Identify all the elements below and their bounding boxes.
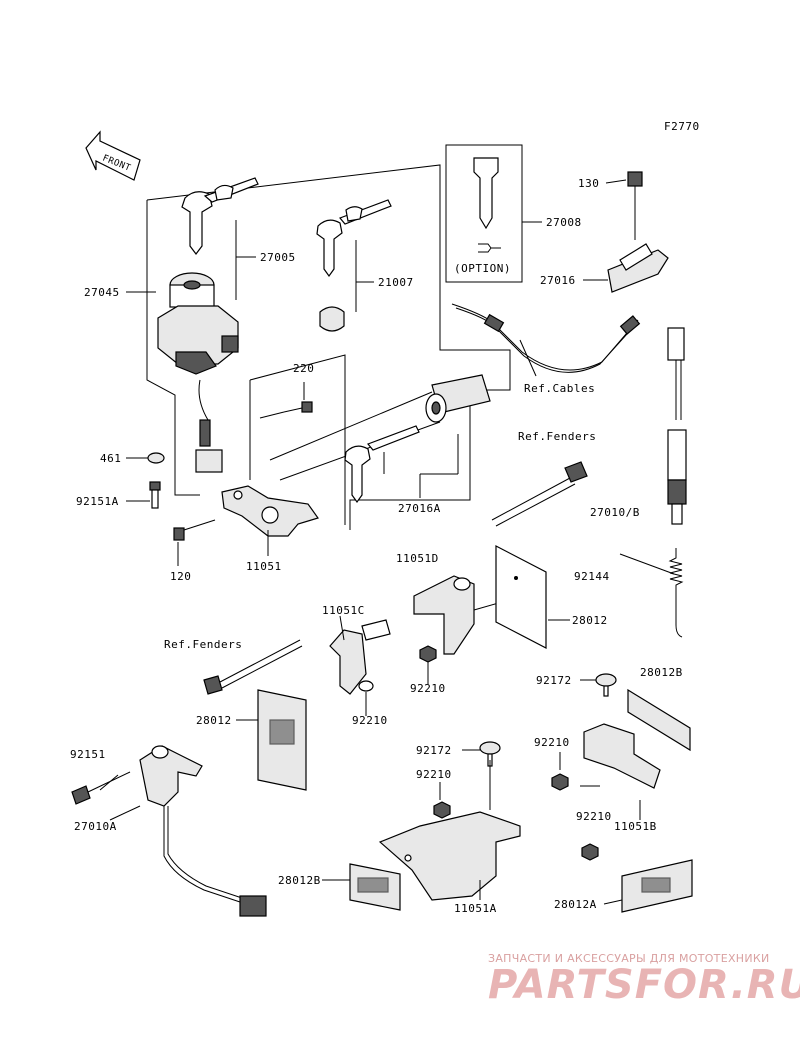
bolt-220-icon	[259, 401, 313, 419]
reflector-28012a-icon	[621, 859, 693, 913]
callouts: 27005 21007 27008 130 27016 27045 220 46…	[70, 177, 683, 915]
spring-92144-icon	[668, 548, 684, 638]
callout-ref-fenders-mid: Ref.Fenders	[164, 638, 242, 651]
seat-lock-keys-icon	[344, 425, 420, 504]
callout-11051c: 11051C	[322, 604, 365, 617]
screw-92172-icon	[595, 673, 617, 697]
callout-92144: 92144	[574, 570, 610, 583]
long-bolt-icon	[491, 461, 588, 527]
watermark-brand: PARTSFOR.RU	[488, 962, 800, 1008]
callout-28012b-right: 28012B	[640, 666, 683, 679]
reflector-28012-icon	[495, 545, 547, 649]
key-blank-icon	[473, 157, 499, 230]
cable-icon	[451, 303, 641, 373]
callout-11051: 11051	[246, 560, 282, 573]
pad-28012b-icon	[627, 688, 691, 752]
nut-92210-icon	[419, 645, 437, 663]
callout-92210-b: 92210	[352, 714, 388, 727]
brake-switch-icon	[667, 327, 687, 525]
callout-28012b-left: 28012B	[278, 874, 321, 887]
bracket-11051c-icon	[329, 619, 391, 695]
figure-id: F2770	[664, 120, 700, 133]
callout-27016: 27016	[540, 274, 576, 287]
bracket-11051-icon	[221, 485, 319, 537]
callout-11051b: 11051B	[614, 820, 657, 833]
ignition-keys-icon	[181, 177, 259, 255]
ignition-switch-icon	[157, 272, 239, 473]
callout-ref-fenders-top: Ref.Fenders	[518, 430, 596, 443]
callout-11051d: 11051D	[396, 552, 439, 565]
front-arrow-icon: FRONT	[85, 130, 141, 181]
callout-92210-c: 92210	[416, 768, 452, 781]
callout-27010b: 27010/B	[590, 506, 640, 519]
callout-92210-d: 92210	[534, 736, 570, 749]
bolt-92151a-icon	[149, 481, 161, 509]
nut-92210-right-icon	[581, 843, 599, 861]
callout-27045: 27045	[84, 286, 120, 299]
callout-11051a: 11051A	[454, 902, 497, 915]
bracket-11051d-icon	[413, 575, 517, 655]
callout-27005: 27005	[260, 251, 296, 264]
callout-92172-a: 92172	[536, 674, 572, 687]
callout-92210-e: 92210	[576, 810, 612, 823]
switch-27010a-icon	[139, 745, 267, 917]
callout-220: 220	[293, 362, 314, 375]
nut-92210-lower-icon	[433, 801, 451, 819]
callout-28012-left: 28012	[196, 714, 232, 727]
callout-120: 120	[170, 570, 191, 583]
callout-92151: 92151	[70, 748, 106, 761]
bolt-120-icon	[173, 519, 216, 541]
bolt-92151-icon	[71, 771, 131, 805]
callout-27010a: 27010A	[74, 820, 117, 833]
callout-461: 461	[100, 452, 121, 465]
seat-lock-cylinder-icon	[269, 374, 491, 481]
washer-461-icon	[147, 452, 165, 464]
leader-lines	[99, 179, 675, 905]
callout-21007: 21007	[378, 276, 414, 289]
callout-130: 130	[578, 177, 599, 190]
reflector-28012-left-icon	[257, 689, 307, 791]
option-label: (OPTION)	[454, 262, 511, 275]
bracket-11051a-icon	[378, 760, 521, 901]
long-bolt-mid-icon	[203, 639, 303, 695]
callout-28012: 28012	[572, 614, 608, 627]
callout-ref-cables: Ref.Cables	[524, 382, 595, 395]
lock-cylinder-small-icon	[319, 306, 345, 332]
bracket-27016-icon	[607, 171, 669, 293]
keys-21007-icon	[316, 199, 392, 278]
watermark-tagline: ЗАПЧАСТИ И АКСЕССУАРЫ ДЛЯ МОТОТЕХНИКИ	[488, 952, 770, 965]
assembly-outline-27045	[146, 164, 511, 530]
callout-27008: 27008	[546, 216, 582, 229]
reflector-28012b-left-icon	[349, 863, 401, 911]
callout-92172-b: 92172	[416, 744, 452, 757]
callout-27016a: 27016A	[398, 502, 441, 515]
callout-92151a: 92151A	[76, 495, 119, 508]
callout-28012a: 28012A	[554, 898, 597, 911]
callout-92210-a: 92210	[410, 682, 446, 695]
bracket-11051b-icon	[551, 723, 661, 791]
option-key-box: (OPTION)	[445, 144, 523, 283]
